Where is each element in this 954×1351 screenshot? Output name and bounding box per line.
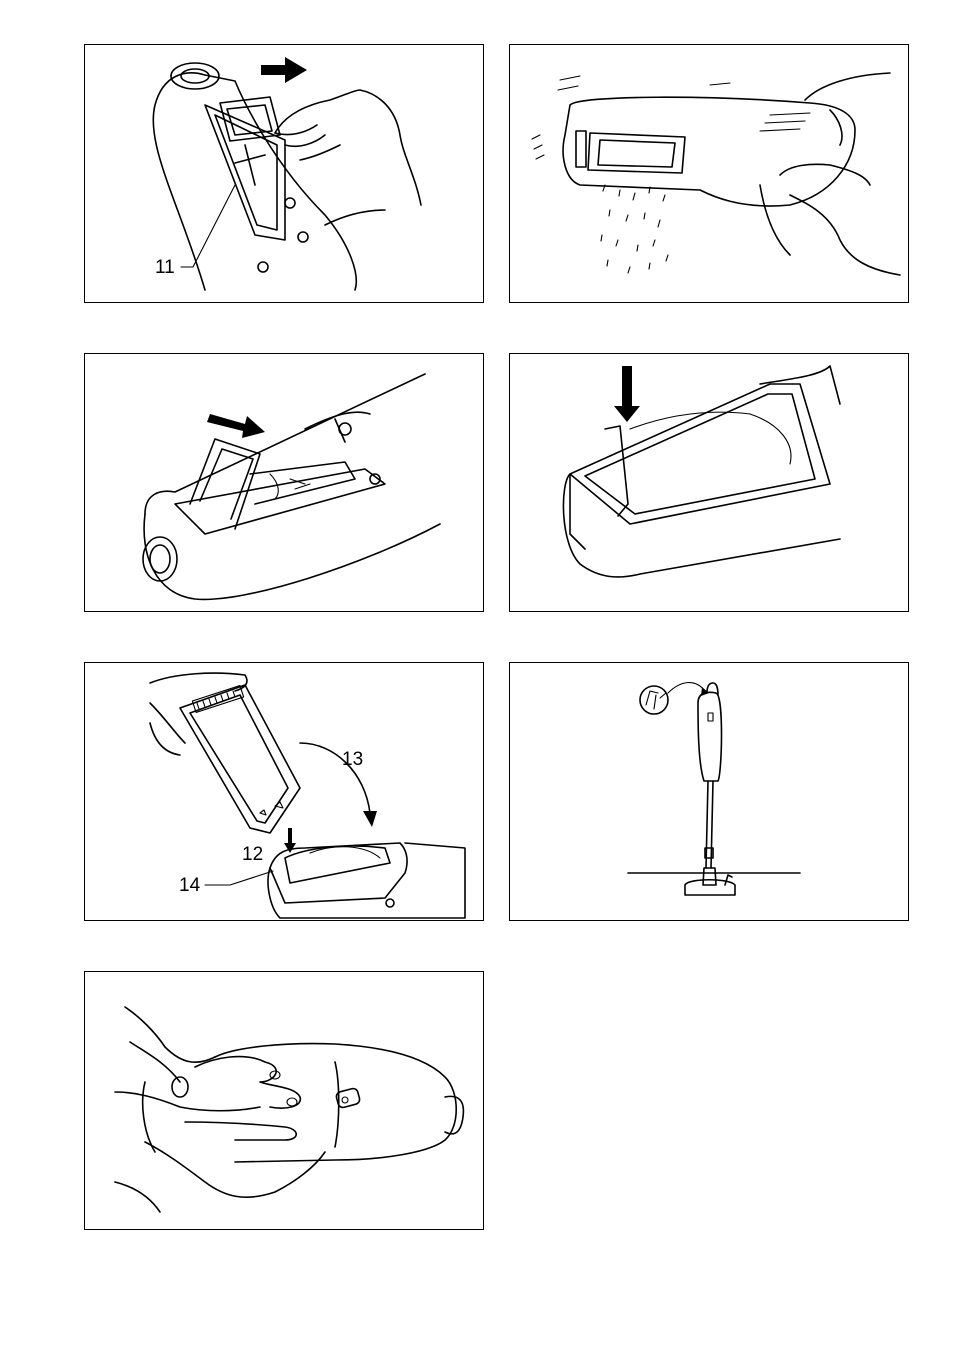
illustration-install-filter	[85, 663, 484, 921]
figure-insert-filter	[84, 353, 484, 612]
callout-14: 14	[179, 876, 200, 895]
illustration-shake-dust	[510, 45, 909, 303]
figure-shake-dust	[509, 44, 909, 303]
figure-storage-hook	[509, 662, 909, 921]
illustration-remove-filter	[85, 45, 484, 303]
callout-13: 13	[342, 750, 363, 769]
illustration-storage-hook	[510, 663, 909, 921]
figure-install-filter: 13 12 14	[84, 662, 484, 921]
figure-remove-filter: 11	[84, 44, 484, 303]
figure-close-cover	[509, 353, 909, 612]
figure-wipe-body	[84, 971, 484, 1230]
callout-11: 11	[155, 258, 175, 277]
illustration-insert-filter	[85, 354, 484, 612]
illustration-wipe-body	[85, 972, 484, 1230]
callout-12: 12	[242, 845, 263, 864]
illustration-close-cover	[510, 354, 909, 612]
